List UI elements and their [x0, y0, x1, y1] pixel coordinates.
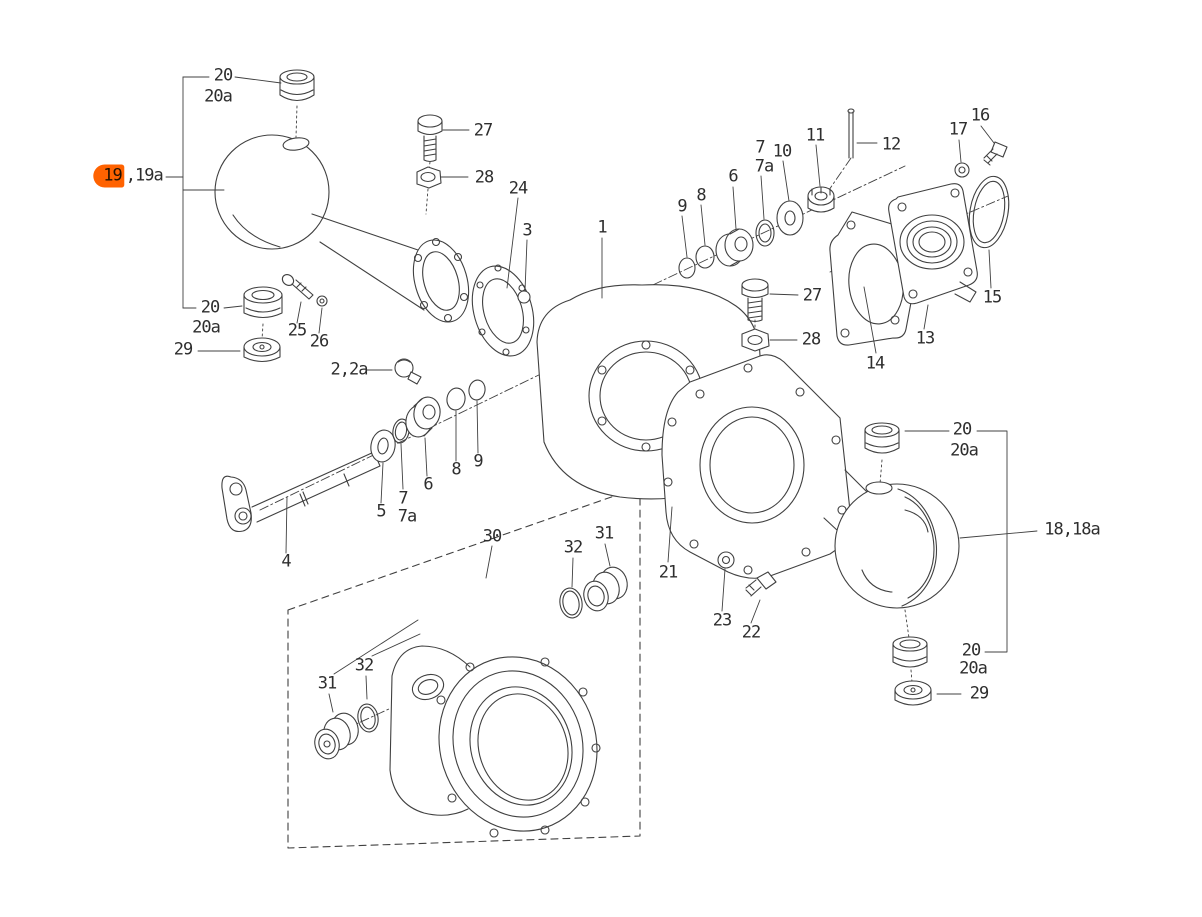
callout-20a-44: 20a — [950, 440, 979, 461]
o-ring-32-lower-left — [357, 703, 379, 733]
knuckle-ball-left — [214, 134, 330, 250]
callout-8-9: 8 — [696, 185, 706, 206]
callout-24-5: 24 — [508, 178, 529, 199]
callout-31-48: 31 — [317, 673, 338, 694]
callout-31-38: 31 — [594, 523, 615, 544]
washer-26 — [316, 295, 328, 307]
cap-20-mid-left — [243, 286, 283, 319]
callout-21-39: 21 — [658, 562, 679, 583]
callout-9-8: 9 — [677, 196, 687, 217]
ring-9 — [678, 257, 696, 279]
knuckle-case-30 — [389, 645, 601, 838]
callout-25-24: 25 — [287, 320, 308, 341]
seal-3 — [517, 290, 531, 304]
cap-20-right-bottom — [892, 636, 928, 668]
washer-23 — [717, 551, 735, 569]
callout-27-3: 27 — [473, 120, 494, 141]
washer-17 — [954, 162, 970, 178]
cap-20-right-top — [864, 422, 900, 454]
callout-29-47: 29 — [969, 683, 990, 704]
bushing-31-box — [583, 566, 628, 612]
callout-28-4: 28 — [474, 167, 495, 188]
callout-10-13: 10 — [772, 141, 793, 162]
steering-arm-4 — [221, 451, 381, 533]
callout-9-34: 9 — [473, 451, 483, 472]
callout-30-36: 30 — [482, 526, 503, 547]
callout-16-17: 16 — [970, 105, 991, 126]
inset-box — [287, 486, 641, 849]
callout-20-21: 20 — [200, 297, 221, 318]
callout-7a-31: 7a — [397, 506, 418, 527]
nut-28-top — [416, 166, 442, 189]
bearing-6-bottom — [405, 396, 441, 438]
cotter-pin-12 — [847, 108, 855, 159]
plug-2 — [394, 358, 422, 385]
callout-8-33: 8 — [451, 459, 461, 480]
highlight-pill[interactable]: 19 — [93, 164, 125, 188]
o-ring-15 — [968, 175, 1010, 249]
callout-7-30: 7 — [398, 488, 408, 509]
diff-carrier-21 — [661, 354, 852, 579]
callout-7-11: 7 — [755, 137, 765, 158]
callout-13-19: 13 — [915, 328, 936, 349]
washer-10 — [776, 200, 804, 236]
ring-9-bottom — [468, 379, 486, 401]
highlight-suffix: ,19a — [125, 165, 164, 186]
seal-7 — [755, 219, 775, 247]
spindle-flange — [412, 239, 470, 323]
callout-highlighted-19-19a-0[interactable]: 19,19a — [93, 164, 164, 188]
callout-2-2a-26: 2,2a — [330, 359, 369, 380]
callout-14-20: 14 — [865, 353, 886, 374]
bolt-16 — [983, 141, 1008, 166]
callout-6-10: 6 — [728, 166, 738, 187]
cap-20-top-left — [279, 69, 315, 102]
callout-20a-22: 20a — [192, 317, 221, 338]
o-ring-32-box — [559, 587, 583, 619]
callout-15-18: 15 — [982, 287, 1003, 308]
callout-28-28: 28 — [801, 329, 822, 350]
seal-29-left — [243, 337, 281, 363]
bushing-31-lower-left — [314, 712, 359, 760]
callout-20-1: 20 — [213, 65, 234, 86]
callout-32-37: 32 — [563, 537, 584, 558]
callout-11-14: 11 — [805, 125, 826, 146]
ring-8-bottom — [446, 387, 466, 411]
callout-18-18a-42: 18,18a — [1044, 519, 1100, 540]
callout-27-27: 27 — [802, 285, 823, 306]
callout-3-6: 3 — [522, 220, 532, 241]
callout-5-29: 5 — [376, 501, 386, 522]
ring-8 — [695, 245, 715, 269]
gasket-24 — [471, 265, 535, 357]
seal-29-right — [894, 680, 932, 706]
bolt-27-mid — [741, 278, 769, 323]
bolt-22 — [745, 571, 777, 597]
leader-lines — [165, 76, 1038, 713]
callout-1-7: 1 — [597, 217, 607, 238]
callout-17-16: 17 — [948, 119, 969, 140]
callout-32-49: 32 — [354, 655, 375, 676]
bearing-6 — [715, 228, 754, 267]
bolt-25 — [281, 274, 314, 300]
callout-20a-46: 20a — [959, 658, 988, 679]
callout-6-32: 6 — [423, 474, 433, 495]
callout-29-23: 29 — [173, 339, 194, 360]
callout-20-45: 20 — [961, 640, 982, 661]
callout-23-40: 23 — [712, 610, 733, 631]
callout-20-43: 20 — [952, 419, 973, 440]
callout-26-25: 26 — [309, 331, 330, 352]
nut-28-mid — [741, 328, 770, 352]
bolt-27-top — [417, 114, 443, 163]
washer-5 — [370, 429, 396, 463]
bearing-carrier-13 — [888, 183, 978, 305]
callout-4-35: 4 — [281, 551, 291, 572]
castle-nut-11 — [807, 186, 835, 213]
callout-22-41: 22 — [741, 622, 762, 643]
callout-20a-2: 20a — [204, 86, 233, 107]
callout-12-15: 12 — [881, 134, 902, 155]
callout-7a-12: 7a — [754, 156, 775, 177]
